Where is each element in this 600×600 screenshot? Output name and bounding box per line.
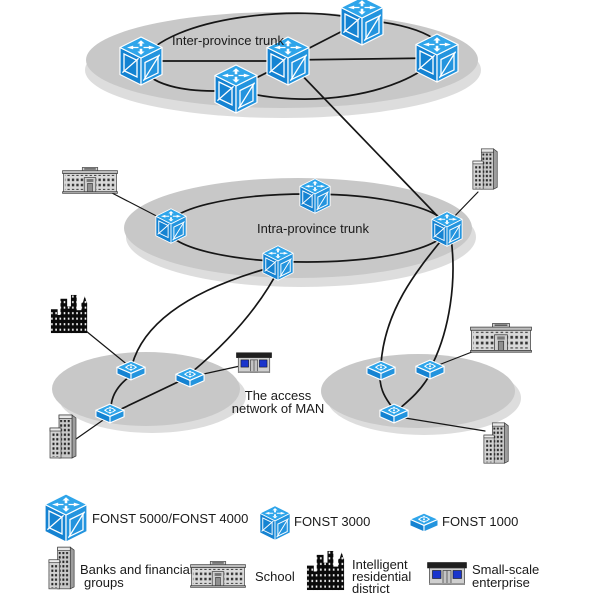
school-building-icon: [190, 561, 246, 588]
fonst-3000-cube-icon: [299, 178, 331, 214]
access-left-platter: [52, 352, 240, 426]
enterprise-shop-icon: [236, 352, 272, 374]
link-inter-to-intra: [293, 66, 448, 227]
legend-banks-label-line2: groups: [84, 575, 124, 590]
fonst-5000-cube-icon: [119, 36, 163, 86]
link-residential-to-access: [85, 330, 130, 367]
legend-residential-label-line3: district: [352, 581, 390, 596]
fonst-3000-cube-icon: [262, 245, 294, 281]
bank-building-icon: [49, 414, 77, 459]
link-access-to-enterprise: [198, 365, 241, 376]
legend-enterprise-label-line1: Small-scale: [472, 562, 539, 577]
link-intra-to-access-right-2: [432, 237, 454, 364]
bank-building-icon: [483, 422, 509, 464]
legend-residential-label-line2: residential: [352, 569, 411, 584]
fonst-3000-cube-icon: [259, 505, 291, 541]
link-intra-to-access-left-2: [191, 266, 281, 373]
legend: FONST 5000/FONST 4000 FONST 3000 FONST 1…: [44, 493, 539, 596]
fonst-5000-cube-icon: [214, 64, 258, 114]
legend-school-label: School: [255, 569, 295, 584]
access-network-label-line2: network of MAN: [232, 401, 324, 416]
inter-province-label: Inter-province trunk: [172, 33, 284, 48]
enterprise-shop-icon: [427, 562, 467, 586]
access-network-label-line1: The access: [245, 388, 312, 403]
link-access-to-bank-left: [75, 417, 107, 440]
school-building-icon: [62, 167, 118, 194]
link-access-left-c-b: [116, 380, 181, 412]
legend-fonst-1000-label: FONST 1000: [442, 514, 518, 529]
fonst-1000-box-icon: [409, 512, 439, 533]
link-intra-to-access-left-1: [131, 265, 277, 366]
link-access-right-d-f: [379, 376, 393, 408]
legend-residential-label-line1: Intelligent: [352, 557, 408, 572]
link-inter-center-right: [287, 57, 438, 61]
residential-district-icon: [306, 550, 347, 591]
fonst-3000-cube-icon: [155, 208, 187, 244]
bank-building-icon: [48, 546, 75, 590]
bank-building-icon: [472, 148, 498, 190]
link-school-right-to-access: [435, 349, 478, 367]
fonst-5000-cube-icon: [340, 0, 384, 46]
residential-district-icon: [50, 294, 90, 334]
diagram-labels: Inter-province trunk Intra-province trun…: [172, 33, 369, 416]
legend-fonst-5000-label: FONST 5000/FONST 4000: [92, 511, 248, 526]
link-access-to-bank-right: [398, 416, 486, 432]
fonst-5000-cube-icon: [415, 33, 459, 83]
intra-province-label: Intra-province trunk: [257, 221, 369, 236]
school-building-icon: [470, 323, 532, 353]
legend-fonst-3000-label: FONST 3000: [294, 514, 370, 529]
legend-banks-label-line1: Banks and financial: [80, 562, 193, 577]
fonst-3000-cube-icon: [431, 211, 463, 247]
legend-enterprise-label-line2: enterprise: [472, 575, 530, 590]
link-intra-to-access-right-1: [380, 236, 445, 365]
fonst-5000-cube-icon: [44, 493, 88, 543]
